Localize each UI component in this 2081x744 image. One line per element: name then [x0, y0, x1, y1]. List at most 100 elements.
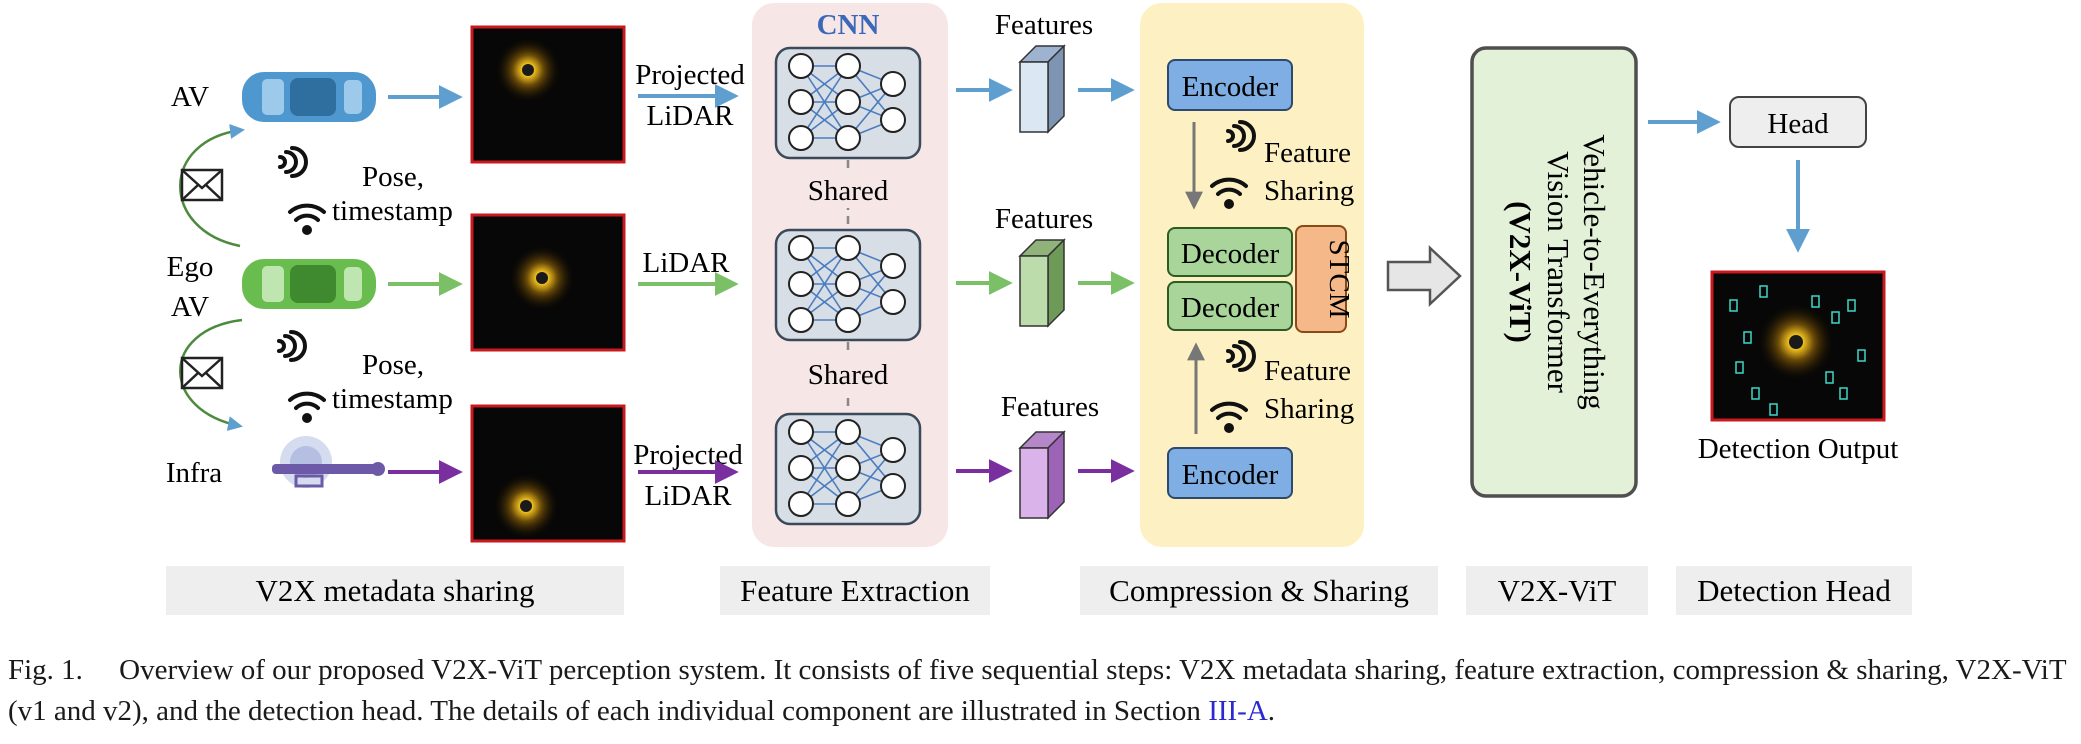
net-node: [835, 125, 861, 151]
feature-sharing-bot-1: Feature: [1264, 355, 1351, 387]
features-label-mid: Features: [995, 203, 1093, 235]
detection-box: [1831, 311, 1840, 324]
encoder-bot: Encoder: [1167, 447, 1293, 499]
net-node: [788, 125, 814, 151]
decoder-1: Decoder: [1167, 227, 1293, 277]
lidar-image-infra: [470, 404, 626, 543]
agent-label-av: AV: [171, 81, 209, 113]
caption-text: Fig. 1. Overview of our proposed V2X-ViT…: [8, 654, 2067, 727]
net-node: [835, 307, 861, 333]
caption-end: .: [1267, 695, 1276, 727]
stcm-label: STCM: [1323, 240, 1355, 319]
net-node: [788, 271, 814, 297]
wifi-icon: [288, 203, 326, 235]
detection-box: [1811, 295, 1820, 308]
encoder-bot-label: Encoder: [1182, 459, 1279, 491]
envelope-icon: [180, 356, 224, 390]
lidar-image-av: [470, 25, 626, 164]
detection-output-image: [1710, 270, 1886, 422]
pose-label-2: Pose,: [362, 349, 424, 381]
stage-label-feature: Feature Extraction: [740, 573, 970, 608]
net-edge: [800, 65, 849, 139]
projected-lidar-label-top-2: LiDAR: [647, 100, 735, 132]
wifi-icon: [1210, 401, 1248, 433]
v2x-vit-block: Vehicle-to-Everything Vision Transformer…: [1470, 46, 1638, 498]
av-car-icon: [242, 72, 376, 122]
ego-to-av-curve: [179, 124, 245, 248]
net-node: [880, 437, 906, 463]
envelope-icon: [180, 168, 224, 202]
features-label-top: Features: [995, 9, 1093, 41]
wifi-icon: [288, 391, 326, 423]
head-block: Head: [1729, 96, 1867, 148]
encoder-top: Encoder: [1167, 59, 1293, 111]
net-node: [835, 53, 861, 79]
shared-label-1: Shared: [808, 175, 889, 207]
timestamp-label-1: timestamp: [332, 195, 453, 227]
net-node: [788, 307, 814, 333]
lidar-image-ego: [470, 213, 626, 352]
stage-bg-5: [1676, 566, 1912, 615]
detection-box: [1751, 387, 1760, 400]
net-node: [788, 455, 814, 481]
net-node: [835, 235, 861, 261]
stage-label-metadata: V2X metadata sharing: [256, 573, 535, 608]
detection-box: [1729, 299, 1738, 312]
detection-box: [1759, 285, 1768, 298]
net-edge: [800, 247, 849, 321]
projected-lidar-label-top-1: Projected: [635, 59, 745, 91]
net-edge: [800, 431, 849, 505]
wifi-icon: [1210, 177, 1248, 209]
net-node: [880, 289, 906, 315]
stage-bg-4: [1466, 566, 1648, 615]
feature-map-mid: [1018, 238, 1066, 328]
head-label: Head: [1767, 108, 1829, 140]
net-node: [880, 253, 906, 279]
net-node: [835, 419, 861, 445]
stage-label-compression: Compression & Sharing: [1109, 573, 1409, 608]
feature-sharing-bot-2: Sharing: [1264, 393, 1354, 425]
ego-car-icon: [242, 259, 376, 309]
decoder-2-label: Decoder: [1181, 292, 1280, 324]
stage-bg-3: [1080, 566, 1438, 615]
vit-line-3: (V2X-ViT): [1503, 201, 1538, 343]
timestamp-label-2: timestamp: [332, 383, 453, 415]
net-node: [835, 271, 861, 297]
detection-box: [1743, 331, 1752, 344]
system-diagram: AV Ego AV Infra: [166, 3, 1912, 615]
agent-label-ego-1: Ego: [167, 251, 214, 283]
net-node: [880, 107, 906, 133]
figure-caption: Fig. 1. Overview of our proposed V2X-ViT…: [8, 650, 2068, 732]
neural-network-icons: [788, 53, 906, 517]
stcm-block: STCM: [1295, 225, 1355, 333]
feature-map-bot: [1018, 430, 1066, 520]
ego-to-infra-curve: [179, 318, 243, 431]
net-node: [835, 455, 861, 481]
net-node: [788, 89, 814, 115]
detection-box: [1847, 299, 1856, 312]
wireless-icon: [277, 330, 307, 362]
cnn-title: CNN: [817, 9, 880, 41]
features-label-bot: Features: [1001, 391, 1099, 423]
net-node: [880, 473, 906, 499]
stage-label-vit: V2X-ViT: [1498, 573, 1617, 608]
agent-label-ego-2: AV: [171, 291, 209, 323]
shared-label-2: Shared: [808, 359, 889, 391]
net-node: [788, 419, 814, 445]
detection-box: [1839, 387, 1848, 400]
detection-box: [1825, 371, 1834, 384]
stage-bg-1: [166, 566, 624, 615]
detection-box: [1769, 403, 1778, 416]
feature-sharing-top-2: Sharing: [1264, 175, 1354, 207]
projected-lidar-label-bot-1: Projected: [633, 439, 743, 471]
stage-label-head: Detection Head: [1697, 573, 1891, 608]
decoder-1-label: Decoder: [1181, 238, 1280, 270]
detection-box: [1857, 349, 1866, 362]
vit-line-2: Vision Transformer: [1541, 151, 1576, 394]
decoder-2: Decoder: [1167, 281, 1293, 331]
net-node: [788, 53, 814, 79]
lidar-label-mid: LiDAR: [643, 247, 731, 279]
feature-map-top: [1018, 44, 1066, 134]
agent-label-infra: Infra: [166, 457, 222, 489]
section-link[interactable]: III-A: [1208, 695, 1268, 727]
